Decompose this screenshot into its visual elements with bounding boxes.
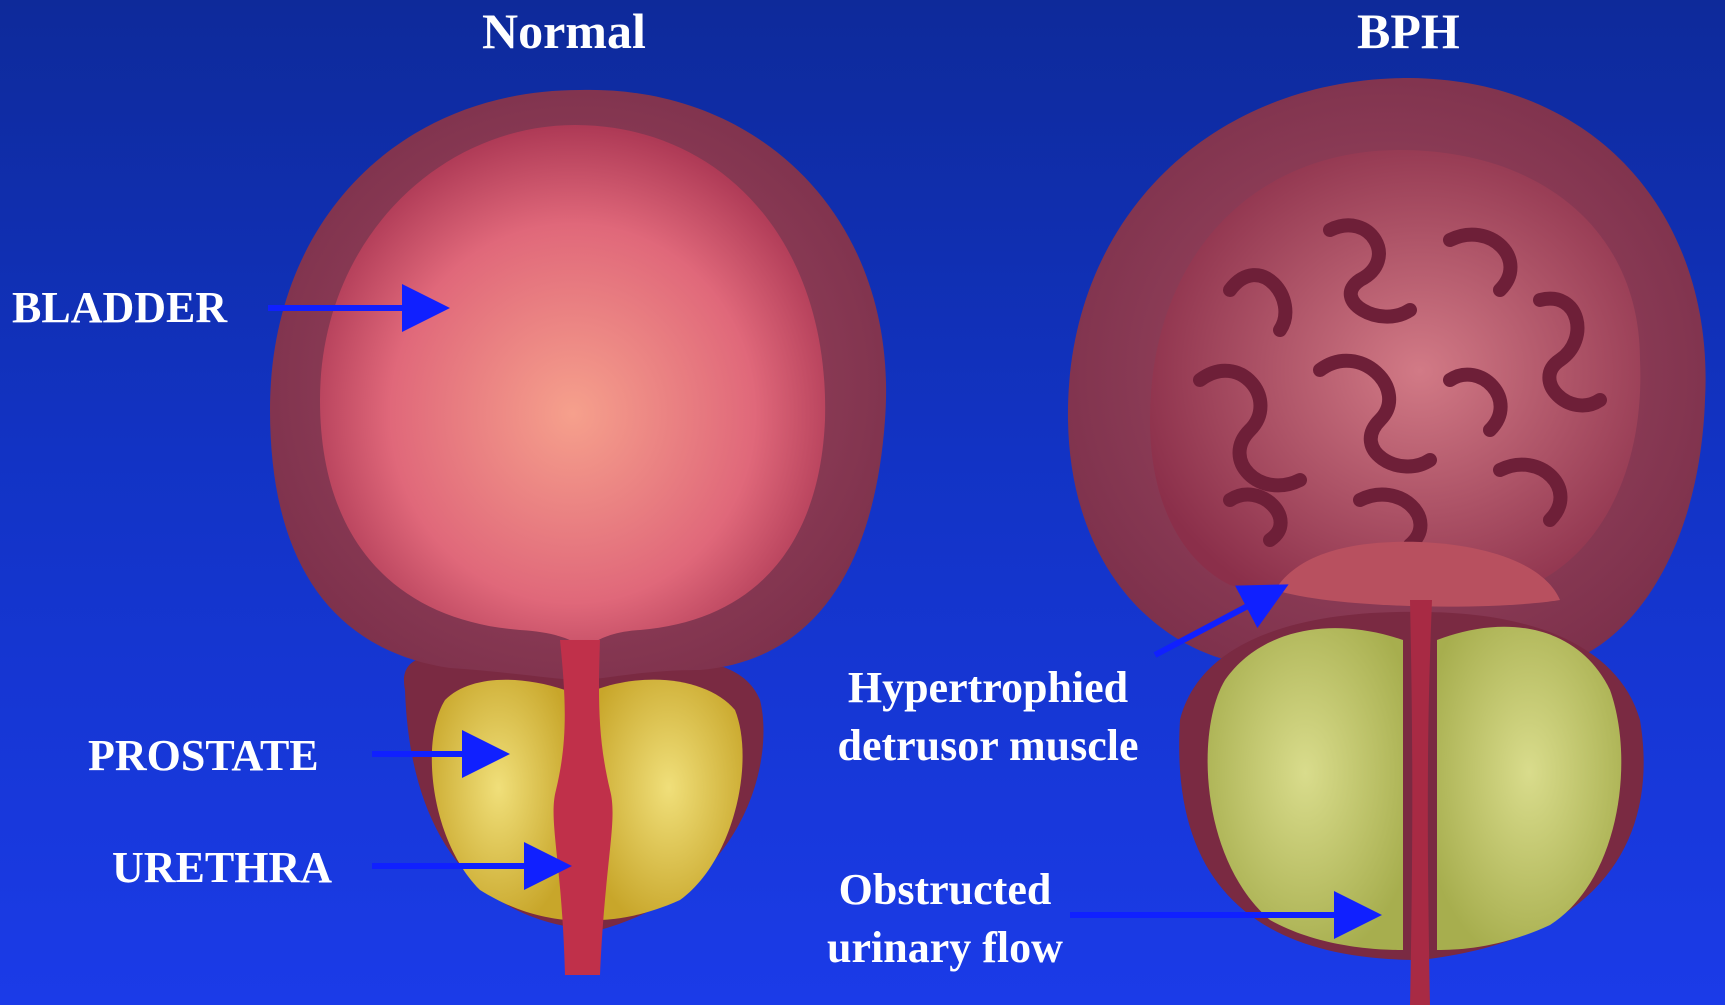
bladder-label: BLADDER (12, 286, 227, 330)
normal-prostate-right-lobe (595, 680, 743, 920)
normal-panel-title: Normal (482, 6, 646, 56)
bph-prostate-right-lobe (1437, 627, 1621, 950)
bph-anatomy (1068, 78, 1706, 1005)
normal-prostate-left-lobe (432, 680, 565, 920)
normal-bladder-lumen (320, 125, 825, 650)
obstructed-label-line1: Obstructed (800, 868, 1090, 912)
prostate-label: PROSTATE (88, 734, 319, 778)
obstructed-label-line2: urinary flow (800, 926, 1090, 970)
normal-anatomy (270, 90, 886, 975)
hypertrophied-label-line2: detrusor muscle (818, 724, 1158, 768)
bph-panel-title: BPH (1357, 6, 1460, 56)
hypertrophied-label-line1: Hypertrophied (818, 666, 1158, 710)
urethra-label: URETHRA (112, 846, 332, 890)
